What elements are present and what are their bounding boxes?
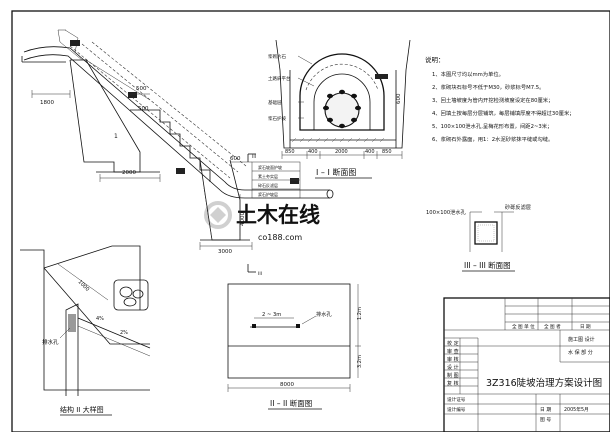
s2-dim-top: 1.2m — [357, 307, 363, 320]
s1-dim-5: 850 — [382, 149, 392, 155]
dim-600: 600 — [230, 156, 241, 162]
detail-dim-2: 2% — [120, 330, 128, 336]
note-1: 1、本图尺寸均以mm为单位。 — [432, 70, 504, 78]
section-2: 2 ~ 3m 排水孔 1.2m 3.2m 8000 II – II 断面图 — [227, 283, 363, 410]
note-6: 6、浆砌石外露面，用1：2水泥砂浆抹平缝或勾缝。 — [432, 135, 553, 143]
s2-dim-bottom: 3.2m — [357, 355, 363, 368]
section-1: 浆砌片石 土路肩平台 基础层 浆石护坡 600 850 400 2000 400… — [268, 39, 411, 179]
s1-dim-right: 600 — [396, 93, 402, 104]
legend-item-1: 浆石坡面护坡 — [258, 164, 282, 170]
section-mark-bottom: III — [258, 271, 262, 277]
section-3-title: III – III 断面图 — [464, 260, 511, 270]
spacing-label: 2 ~ 3m — [262, 312, 281, 318]
watermark: 土木在线 co188.com — [204, 201, 320, 242]
sheet-label: 图 号 — [540, 417, 551, 423]
role-2: 审 查 — [447, 348, 459, 355]
filter-label: 砂砾反滤层 — [505, 203, 531, 211]
pipe-label: 100×100泄水孔 — [426, 208, 467, 216]
dim-500-a: 500 — [136, 86, 147, 92]
stage-line-1: 施工图 设计 — [568, 336, 595, 343]
legend-item-3: 碎石反滤层 — [258, 182, 278, 188]
role-1: 校 定 — [447, 340, 459, 347]
section-2-drain-label: 排水孔 — [316, 310, 332, 318]
legend-item-2: 素土夯实层 — [258, 173, 278, 179]
project-label: 设计编号 — [447, 406, 466, 413]
s1-dim-4: 400 — [365, 149, 375, 155]
top-block — [375, 74, 388, 79]
cert-label: 设计证号 — [447, 396, 466, 403]
stairs — [130, 109, 211, 182]
section-2-title: II – II 断面图 — [270, 398, 312, 408]
dim-500-b: 500 — [138, 106, 149, 112]
s1-label-3: 基础层 — [268, 99, 282, 106]
watermark-sub: co188.com — [258, 233, 302, 242]
watermark-main: 土木在线 — [236, 203, 320, 227]
detail-drain-label: 排水孔 — [42, 338, 59, 346]
section-mark-top: III — [252, 154, 256, 160]
s1-label-1: 浆砌片石 — [268, 53, 286, 60]
stage-line-2: 水 保 部 分 — [568, 349, 593, 356]
detail-title: 结构 II 大样图 — [60, 405, 104, 414]
dim-3000: 3000 — [218, 249, 232, 255]
note-3: 3、回土墙坡度为管内开挖检测坡度设定在80厘米； — [432, 96, 553, 104]
design-unit-label: 全 图 单 位 — [512, 323, 535, 330]
detail-view: 1000 4% 2% 排水孔 结构 II 大样图 — [20, 245, 151, 416]
detail-dim-1000: 1000 — [77, 279, 91, 293]
note-2: 2、浆砌块石标号不低于M30，砂浆标号M7.5。 — [432, 83, 544, 91]
drawing-frame — [11, 10, 610, 432]
watermark-logo-icon — [204, 201, 232, 229]
s1-label-4: 浆石护坡 — [268, 115, 286, 122]
section-2-wall — [227, 283, 351, 379]
dim-4000: 4000 — [240, 212, 246, 226]
section-3: 100×100泄水孔 砂砾反滤层 III – III 断面图 — [426, 203, 531, 272]
dim-2000: 2000 — [122, 170, 136, 176]
s1-dim-2: 400 — [308, 149, 318, 155]
role-3: 审 核 — [447, 356, 459, 363]
retaining-wall-upper — [69, 59, 141, 173]
s1-dim-3: 2000 — [335, 149, 348, 155]
date-label: 日 期 — [540, 407, 551, 413]
note-4: 4、回填土按每层分层铺筑，每层铺填厚度不得超过30厘米； — [432, 109, 575, 117]
designer-label: 全 图 者 — [544, 323, 561, 330]
s1-dim-1: 850 — [285, 149, 295, 155]
title-block: 全 图 单 位 全 图 者 日 期 施工图 设计 水 保 部 分 校 定 审 查… — [443, 297, 610, 432]
drawing-title: 3Z316陡坡治理方案设计图 — [486, 377, 602, 389]
culvert-core — [323, 89, 361, 129]
role-4: 设 计 — [447, 364, 459, 371]
notes: 说明： 1、本图尺寸均以mm为单位。 2、浆砌块石标号不低于M30，砂浆标号M7… — [425, 55, 575, 143]
role-5: 制 图 — [447, 372, 459, 379]
date-value: 2005年5月 — [564, 406, 589, 413]
detail-dim-4: 4% — [96, 316, 104, 322]
role-6: 复 核 — [447, 380, 459, 387]
date-header-label: 日 期 — [580, 324, 591, 330]
label-one: 1 — [114, 133, 118, 140]
dim-1800: 1800 — [40, 100, 54, 106]
drain-pipe-box — [474, 221, 498, 245]
slope-profile: 1800 500 500 2000 1 3000 4000 600 III II… — [21, 29, 334, 277]
section-1-title: I – I 断面图 — [316, 167, 356, 177]
detail-rock-box — [113, 279, 149, 311]
note-5: 5、100×100泄水孔,呈梅花形布置，间距2~3米； — [432, 122, 552, 130]
pipe-line — [23, 46, 330, 191]
title-block-frame — [443, 297, 610, 432]
s2-dim-width: 8000 — [280, 382, 294, 388]
s1-label-2: 土路肩平台 — [268, 75, 291, 82]
legend-item-4: 浆石护坡层 — [258, 191, 278, 197]
notes-title: 说明： — [425, 55, 445, 64]
